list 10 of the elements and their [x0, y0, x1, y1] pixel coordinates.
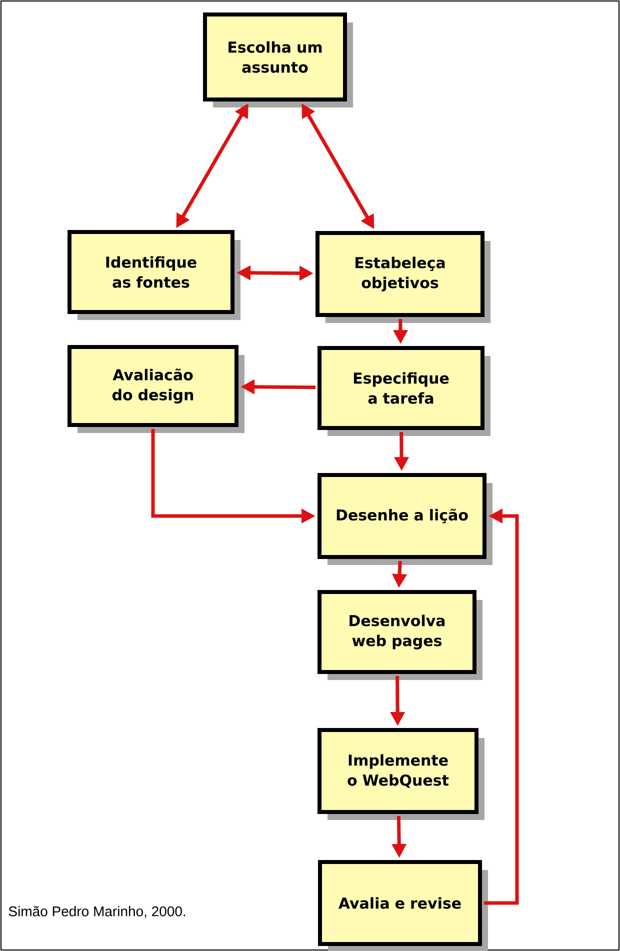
- process-box: Identifique as fontes: [68, 230, 240, 320]
- credit-note: Simão Pedro Marinho, 2000.: [8, 906, 186, 918]
- process-box: Desenvolva web pages: [318, 590, 482, 680]
- process-box: Desenhe a lição: [318, 473, 492, 565]
- process-box: Escolha um assunto: [203, 12, 353, 108]
- process-box: Especifique a tarefa: [318, 346, 490, 436]
- process-box: Estabeleça objetivos: [316, 231, 490, 323]
- process-box: Avaliacão do design: [68, 345, 244, 433]
- process-box: Implemente o WebQuest: [318, 728, 484, 820]
- process-box: Avalia e revise: [318, 860, 488, 951]
